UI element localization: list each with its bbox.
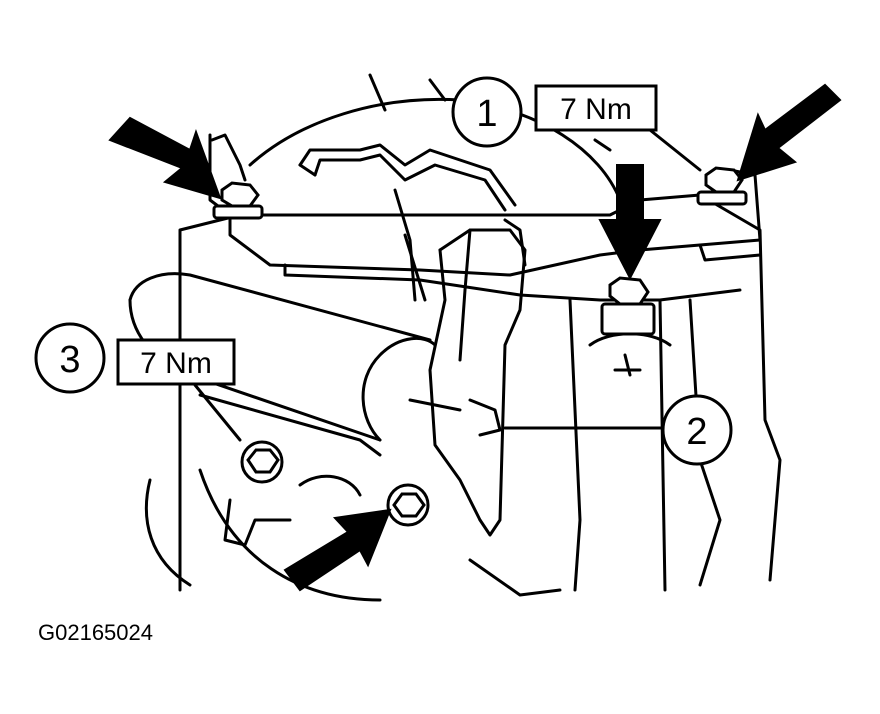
bolt-lower-left [240, 440, 284, 484]
svg-text:1: 1 [476, 93, 497, 135]
arrow-top-right-bolt-icon [736, 83, 842, 182]
leader-line-callout-1 [593, 138, 612, 152]
bolt-top-left [212, 181, 264, 220]
torque-label-left: 7 Nm [116, 338, 236, 386]
figure-code: G02165024 [38, 620, 153, 645]
svg-text:7 Nm: 7 Nm [560, 93, 632, 126]
callout-2: 2 [661, 394, 733, 466]
bolt-center [600, 276, 656, 336]
bolt-lower-center [386, 483, 430, 527]
bolt-top-right [696, 166, 748, 206]
callout-3: 3 [34, 322, 106, 394]
connector-plate [408, 218, 527, 537]
callout-1: 1 [451, 76, 523, 148]
torque-label-upper: 7 Nm [534, 84, 658, 132]
leader-line-upper-torque [648, 128, 702, 172]
svg-text:2: 2 [686, 411, 707, 453]
arrow-center-bolt-icon [598, 164, 662, 281]
mounting-bracket [208, 133, 762, 302]
wire-guide-loop [298, 143, 517, 302]
leader-line-left-torque [193, 383, 242, 442]
svg-text:7 Nm: 7 Nm [140, 347, 212, 380]
arrow-lower-bolt-icon [283, 508, 392, 592]
arrow-top-left-bolt-icon [108, 116, 222, 200]
svg-text:3: 3 [59, 339, 80, 381]
housing-outline [144, 73, 782, 602]
lower-bracket [223, 474, 362, 547]
